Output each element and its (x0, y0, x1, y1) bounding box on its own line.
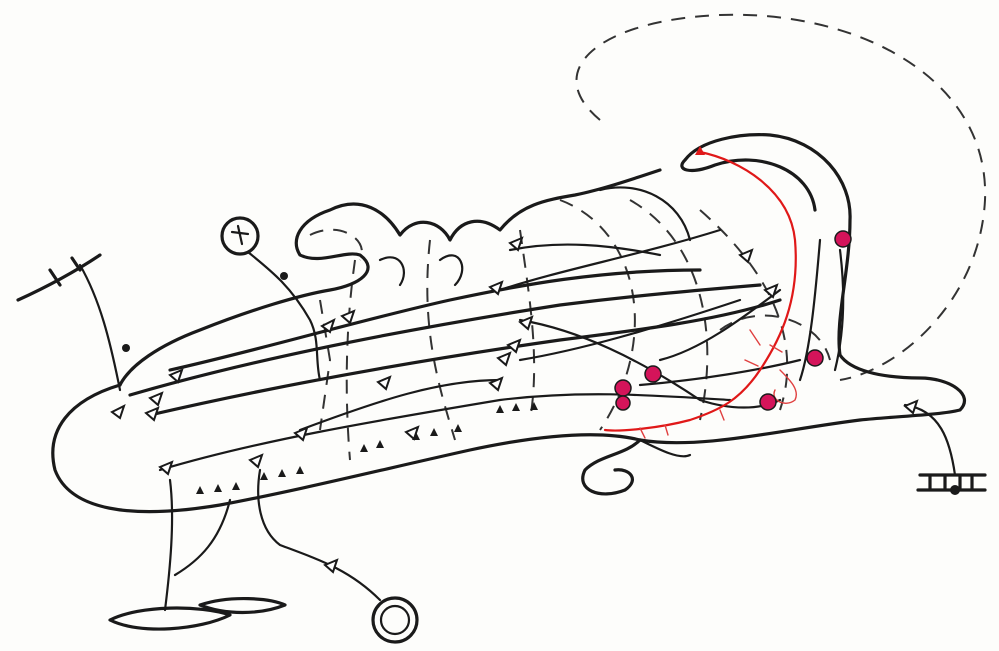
receptor-fibre-node (280, 272, 288, 280)
open-cell-group (110, 236, 919, 574)
dashed-divider-2 (345, 259, 356, 461)
hook-structure (581, 438, 642, 496)
filled-cell-row (196, 402, 538, 494)
structure-outline (51, 133, 967, 514)
receptor-inner-mark (230, 224, 250, 246)
highlight-branch-3 (639, 409, 725, 439)
right-terminal-node (950, 485, 960, 495)
highlight-branch-1 (744, 329, 783, 367)
fibre-tract-12 (798, 238, 822, 382)
dashed-divider-3 (426, 239, 456, 441)
fibre-tract-1 (128, 283, 762, 397)
fibre-tract-2 (148, 298, 782, 417)
receptor-circle-bottom (371, 596, 419, 644)
bottom-afferent-2 (173, 498, 232, 577)
fibre-tract-9 (298, 378, 502, 432)
left-afferent-fibre (78, 263, 122, 392)
lobe-fold-3 (598, 186, 692, 242)
marked-cell-group (614, 230, 852, 411)
fibre-tract-4 (158, 393, 732, 472)
left-fibre-node (122, 344, 130, 352)
fibre-tract-8 (518, 298, 742, 362)
left-dendritic-branch (16, 253, 102, 302)
receptor-circle-bottom-inner (379, 604, 411, 636)
bottom-oval-2 (198, 597, 287, 615)
highlight-origin-marker (695, 146, 705, 155)
fibre-tract-10 (658, 288, 782, 362)
dashed-inner-curve (309, 228, 363, 261)
fibre-tract-7 (498, 228, 722, 292)
dashed-arc-2 (629, 199, 709, 421)
fibre-tract-13 (833, 248, 845, 372)
fibre-tract-5 (518, 318, 782, 409)
highlight-pathway-main (603, 150, 797, 432)
dashed-arc-3 (699, 209, 789, 411)
bottom-oval-1 (108, 606, 232, 631)
fibre-tract-3 (168, 268, 702, 372)
receptor-circle-top (220, 216, 260, 256)
lobe-fold-2 (438, 254, 464, 287)
bottom-afferent-1 (163, 478, 174, 612)
receptor-fibre-top (246, 250, 322, 382)
fibre-tract-11 (638, 358, 802, 387)
receptor-fibre-bottom (257, 468, 382, 602)
lobe-fold-1 (378, 256, 406, 287)
dashed-divider-1 (319, 299, 332, 431)
dashed-outline-large (575, 13, 987, 381)
hook-tail (638, 438, 692, 458)
dashed-divider-4 (519, 229, 536, 421)
